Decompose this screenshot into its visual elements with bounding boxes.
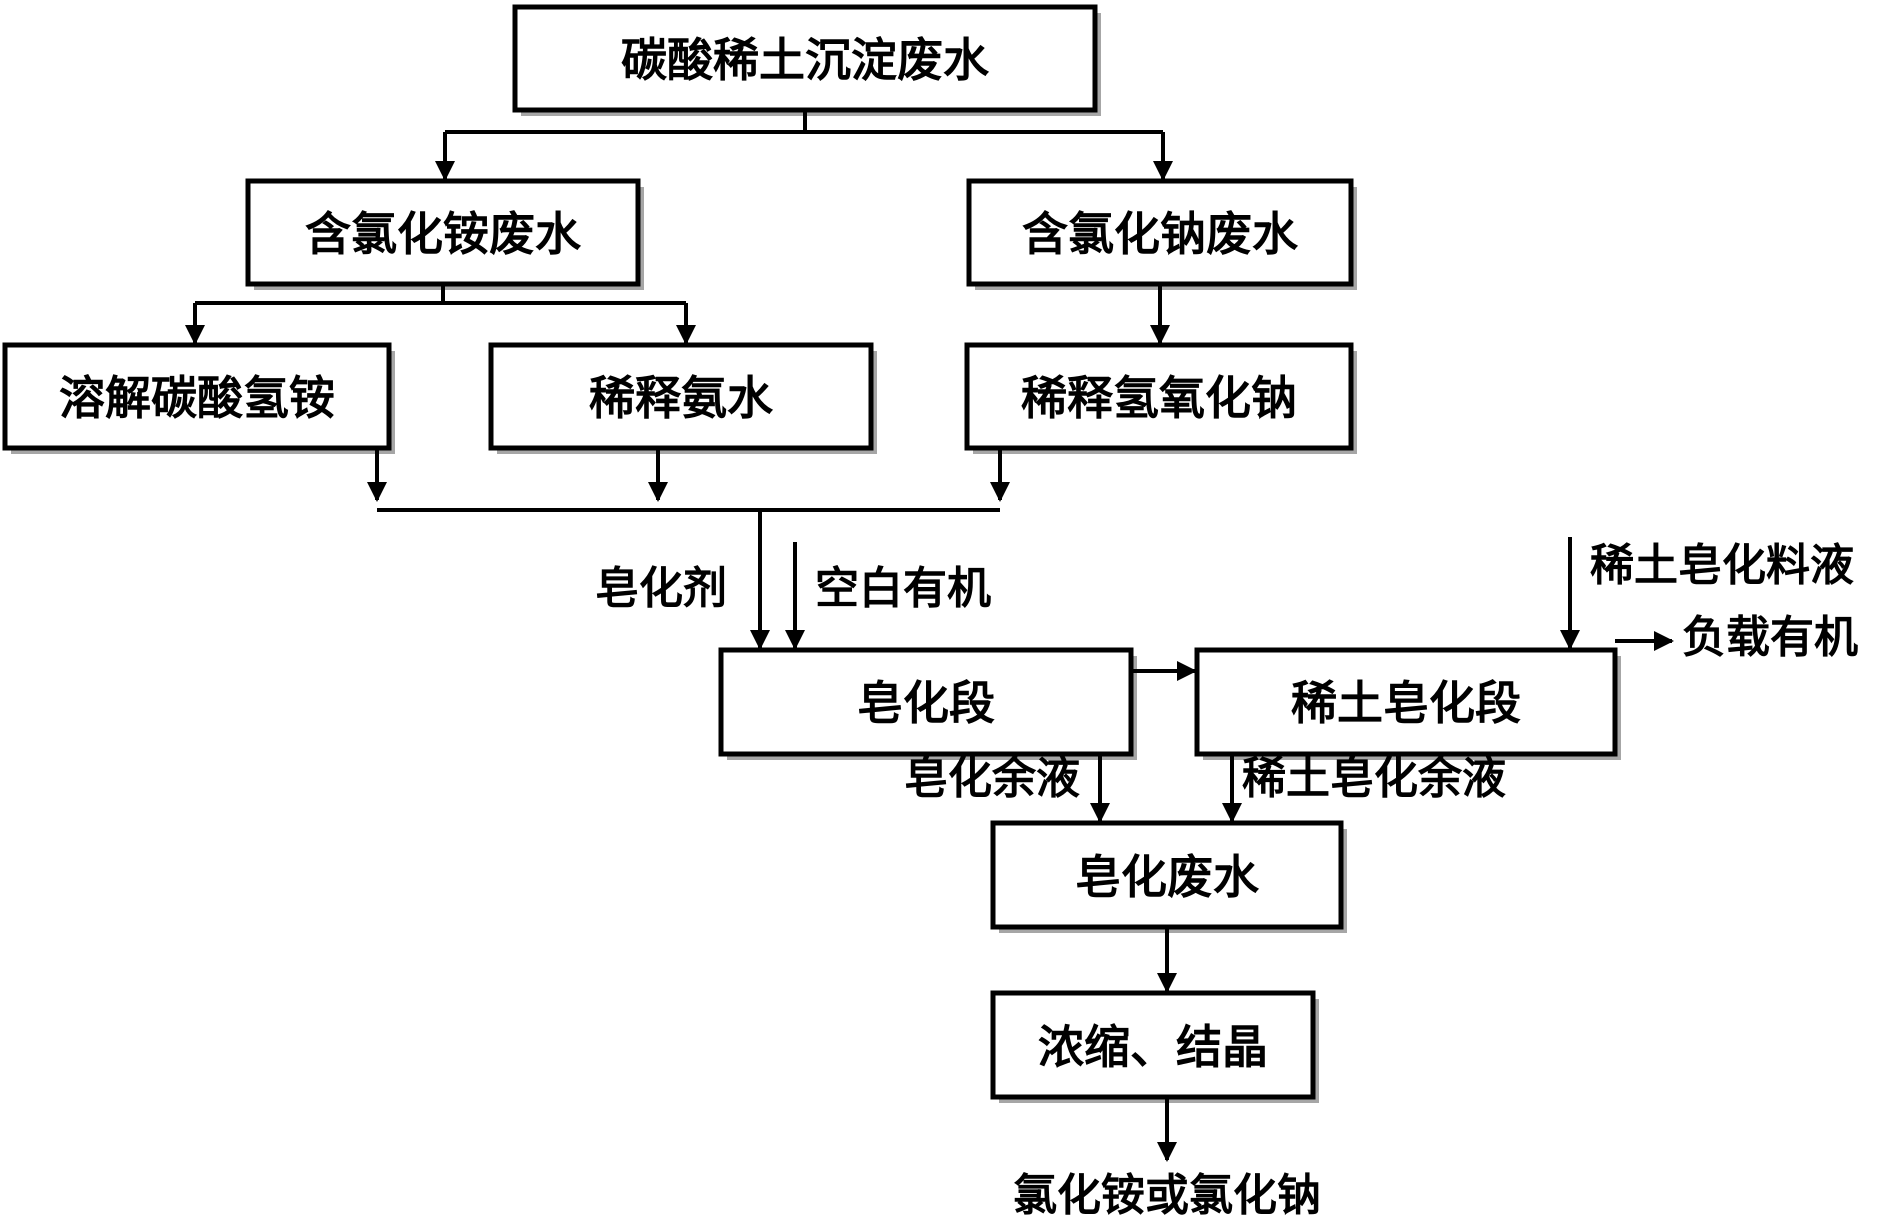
node-ammonium-chloride-wastewater: 含氯化铵废水 (245, 178, 644, 290)
label-re-feed: 稀土皂化料液 (1590, 540, 1854, 591)
label-sap-residue: 皂化余液 (904, 753, 1080, 804)
label-blank-organic: 空白有机 (815, 563, 991, 614)
node-dilute-ammonia: 稀释氨水 (488, 342, 877, 454)
node-saponification-wastewater: 皂化废水 (990, 820, 1347, 933)
node-rare-earth-saponification-section: 稀土皂化段 (1194, 647, 1621, 760)
label-saponifier: 皂化剂 (595, 563, 727, 614)
node-dissolve-ammonium-bicarbonate: 溶解碳酸氢铵 (2, 342, 395, 454)
node-sodium-chloride-wastewater-label: 含氯化钠废水 (1022, 207, 1299, 261)
node-concentration-crystallization-label: 浓缩、结晶 (1038, 1020, 1268, 1074)
node-dissolve-ammonium-bicarbonate-label: 溶解碳酸氢铵 (59, 371, 335, 425)
edges (185, 110, 1674, 1162)
label-product: 氯化铵或氯化钠 (1013, 1170, 1321, 1221)
node-concentration-crystallization: 浓缩、结晶 (990, 990, 1319, 1103)
node-carbonate-wastewater: 碳酸稀土沉淀废水 (512, 4, 1101, 116)
node-saponification-section: 皂化段 (718, 647, 1137, 760)
label-re-sap-residue: 稀土皂化余液 (1242, 753, 1506, 804)
node-saponification-wastewater-label: 皂化废水 (1075, 850, 1260, 904)
node-dilute-sodium-hydroxide-label: 稀释氢氧化钠 (1021, 371, 1297, 425)
node-ammonium-chloride-wastewater-label: 含氯化铵废水 (305, 207, 582, 261)
node-saponification-section-label: 皂化段 (857, 676, 995, 730)
node-dilute-sodium-hydroxide: 稀释氢氧化钠 (964, 342, 1357, 454)
node-sodium-chloride-wastewater: 含氯化钠废水 (966, 178, 1357, 290)
node-dilute-ammonia-label: 稀释氨水 (589, 371, 774, 425)
label-loaded-organic: 负载有机 (1682, 612, 1858, 663)
node-rare-earth-saponification-section-label: 稀土皂化段 (1291, 676, 1521, 730)
node-carbonate-wastewater-label: 碳酸稀土沉淀废水 (621, 33, 990, 87)
